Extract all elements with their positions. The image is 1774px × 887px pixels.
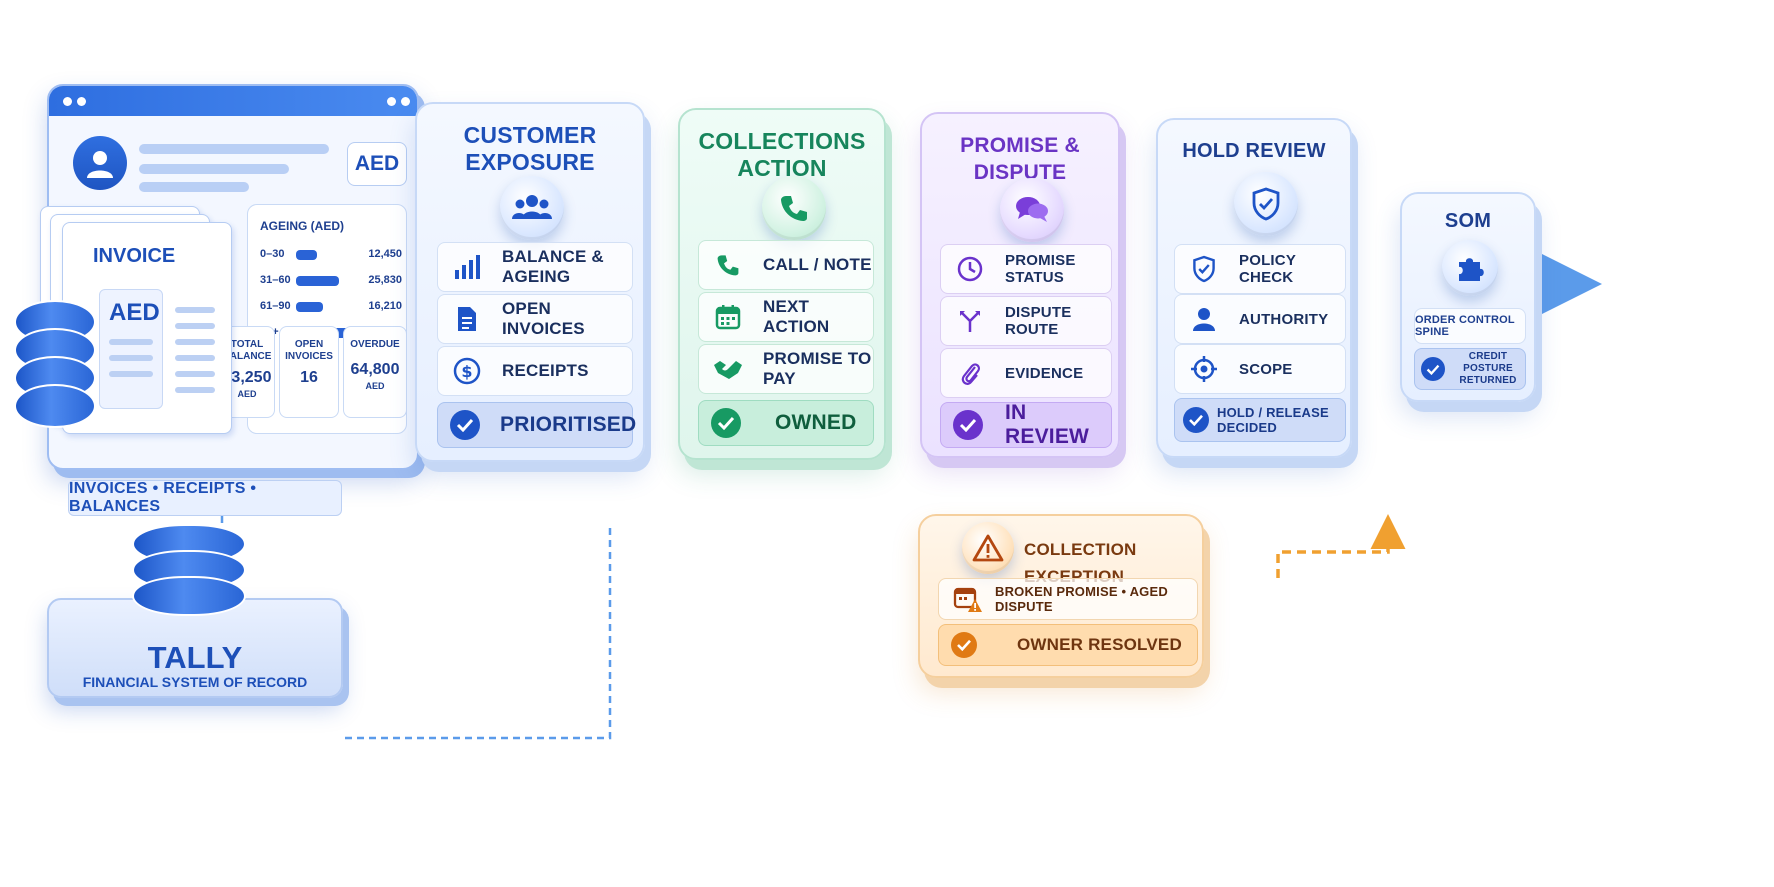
check-circle-icon	[450, 410, 480, 440]
promise-item-evidence: EVIDENCE	[940, 348, 1112, 398]
ageing-bar	[296, 276, 339, 286]
collections-item-call-note: CALL / NOTE	[698, 240, 874, 290]
users-icon	[500, 176, 564, 240]
user-avatar-icon	[73, 136, 127, 190]
hold-item-authority: AUTHORITY	[1174, 294, 1346, 344]
overdue-box: OVERDUE 64,800 AED	[343, 326, 407, 418]
calendar-alert-icon	[951, 584, 985, 614]
placeholder-line	[139, 182, 249, 192]
shield-check-icon	[1234, 172, 1298, 236]
ageing-row: 31–60 25,830	[260, 273, 402, 289]
ageing-row: 61–90 16,210	[260, 299, 402, 315]
exception-status-badge: OWNER RESOLVED	[938, 624, 1198, 666]
promise-item-dispute-route: DISPUTE ROUTE	[940, 296, 1112, 346]
warning-icon	[962, 522, 1014, 574]
check-circle-icon	[951, 632, 977, 658]
window-dot	[387, 97, 396, 106]
hold-status-badge: HOLD / RELEASE DECIDED	[1174, 398, 1346, 442]
open-invoices-value: 16	[300, 369, 318, 386]
dollar-coin-icon: $	[450, 356, 484, 386]
tally-subtitle: FINANCIAL SYSTEM OF RECORD	[82, 674, 308, 690]
som-item-order-control-spine: ORDER CONTROL SPINE	[1414, 308, 1526, 344]
source-feed-label: INVOICES • RECEIPTS • BALANCES	[68, 480, 342, 516]
stage-title: SOM	[1444, 210, 1492, 232]
clock-icon	[953, 254, 987, 284]
check-circle-icon	[1183, 407, 1209, 433]
hold-item-scope: SCOPE	[1174, 344, 1346, 394]
exposure-item-receipts: $ RECEIPTS	[437, 346, 633, 396]
tally-database-icon	[132, 524, 246, 620]
crosshair-icon	[1187, 354, 1221, 384]
collection-exception-card[interactable]: COLLECTION EXCEPTION BROKEN PROMISE • AG…	[918, 514, 1204, 678]
ageing-bucket: 0–30	[260, 248, 285, 260]
tally-name: TALLY	[147, 640, 243, 675]
phone-small-icon	[711, 250, 745, 280]
database-stack-icon	[14, 300, 96, 428]
document-icon	[450, 304, 484, 334]
stage-title: PROMISE &DISPUTE	[960, 134, 1080, 184]
invoice-currency: AED	[109, 299, 160, 326]
check-circle-icon	[953, 410, 983, 440]
ageing-bucket: 61–90	[260, 300, 291, 312]
window-dot	[63, 97, 72, 106]
ageing-value: 12,450	[368, 248, 402, 260]
invoice-title: INVOICE	[93, 245, 176, 267]
person-icon	[1187, 304, 1221, 334]
ageing-value: 25,830	[368, 274, 402, 286]
exception-item: BROKEN PROMISE • AGED DISPUTE	[938, 578, 1198, 620]
promise-status-badge: IN REVIEW	[940, 401, 1112, 448]
stage-hold-review[interactable]: HOLD REVIEW POLICY CHECK AUTHORITY SCOPE…	[1156, 118, 1352, 458]
stage-promise-dispute[interactable]: PROMISE &DISPUTE PROMISE STATUS DISPUTE …	[920, 112, 1120, 458]
check-circle-icon	[711, 408, 741, 438]
route-split-icon	[953, 306, 987, 336]
window-titlebar	[49, 86, 417, 116]
shield-small-icon	[1187, 254, 1221, 284]
collections-status-badge: OWNED	[698, 400, 874, 446]
dashed-tally-to-exposure	[345, 528, 612, 740]
promise-item-status: PROMISE STATUS	[940, 244, 1112, 294]
ageing-title: AGEING (AED)	[260, 219, 344, 233]
placeholder-line	[139, 144, 329, 154]
svg-text:$: $	[461, 362, 472, 381]
calendar-icon	[711, 302, 745, 332]
hold-item-policy-check: POLICY CHECK	[1174, 244, 1346, 294]
exposure-status-badge: PRIORITISED	[437, 402, 636, 448]
ageing-bar	[296, 250, 317, 260]
placeholder-line	[139, 164, 289, 174]
currency-tag: AED	[347, 142, 407, 186]
ageing-bucket: 31–60	[260, 274, 291, 286]
ageing-value: 16,210	[368, 300, 402, 312]
exposure-item-balance-ageing: BALANCE & AGEING	[437, 242, 633, 292]
chat-bubbles-icon	[1000, 178, 1064, 242]
ageing-row: 0–30 12,450	[260, 247, 402, 263]
collections-item-next-action: NEXT ACTION	[698, 292, 874, 342]
total-balance-value: 93,250	[222, 369, 272, 386]
handshake-icon	[711, 354, 745, 384]
check-circle-icon	[1421, 357, 1445, 381]
bar-chart-icon	[450, 252, 484, 282]
overdue-value: 64,800	[350, 361, 400, 378]
exposure-item-open-invoices: OPEN INVOICES	[437, 294, 633, 344]
phone-icon	[762, 176, 826, 240]
puzzle-icon	[1442, 240, 1498, 296]
paperclip-icon	[953, 358, 987, 388]
ageing-bar	[296, 302, 323, 312]
window-dot	[77, 97, 86, 106]
window-dot	[401, 97, 410, 106]
dashed-exception-to-hold	[1276, 514, 1406, 578]
stage-title: HOLD REVIEW	[1182, 140, 1326, 162]
collections-item-promise-to-pay: PROMISE TO PAY	[698, 344, 874, 394]
